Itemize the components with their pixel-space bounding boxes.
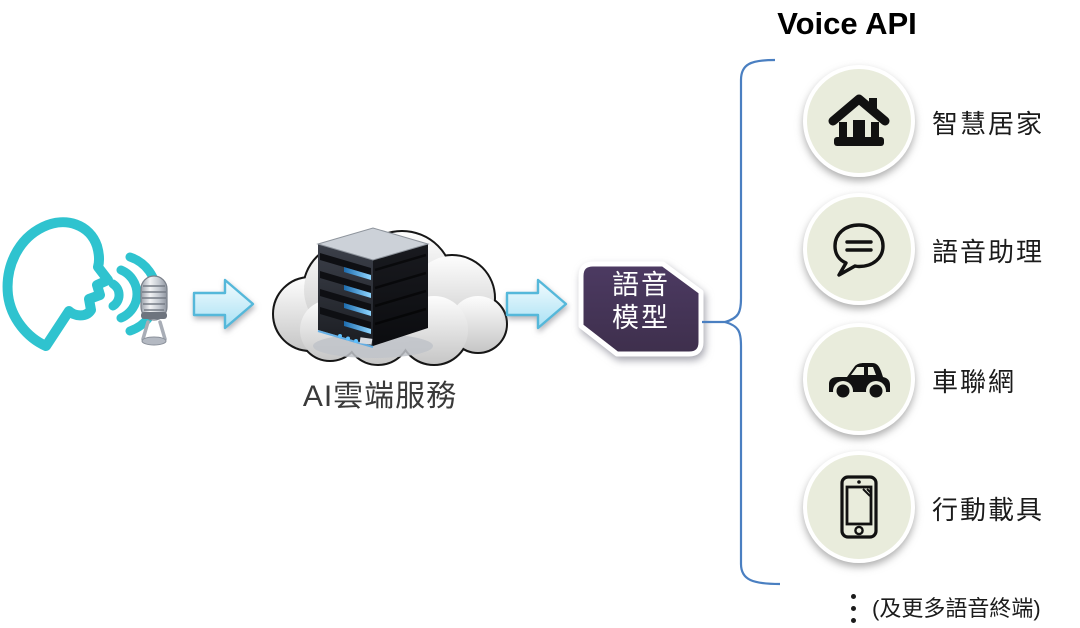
speaking-head-icon [2,217,113,351]
api-item-circle [803,193,915,305]
flow-arrow-icon [505,278,568,330]
brace-bracket [702,58,781,586]
more-terminals-note: (及更多語音終端) [872,596,1041,621]
cloud-label: AI雲端服務 [302,380,458,413]
voice-api-title: Voice API [777,6,917,41]
home-icon [828,94,890,146]
voice-model-line2: 模型 [612,302,670,334]
api-item-circle [803,323,915,435]
server-icon [313,227,433,358]
speech-bubble-icon [833,223,885,277]
cloud-server-group [272,227,508,366]
voice-model-box [578,261,704,357]
voice-model-label: 語音 模型 [575,270,707,336]
api-item-label: 語音助理 [932,237,1045,267]
vertical-ellipsis [851,594,857,628]
api-item-label: 行動載具 [932,495,1045,525]
api-item-circle [803,451,915,563]
voice-model-line1: 語音 [612,270,670,301]
smartphone-icon [840,475,878,539]
microphone-icon [140,275,168,346]
api-item-label: 車聯網 [932,367,1017,397]
speaker-group [2,217,168,351]
flow-arrow-icon [192,278,255,330]
car-icon [829,363,890,401]
api-item-circle [803,65,915,177]
api-item-label: 智慧居家 [932,109,1045,139]
